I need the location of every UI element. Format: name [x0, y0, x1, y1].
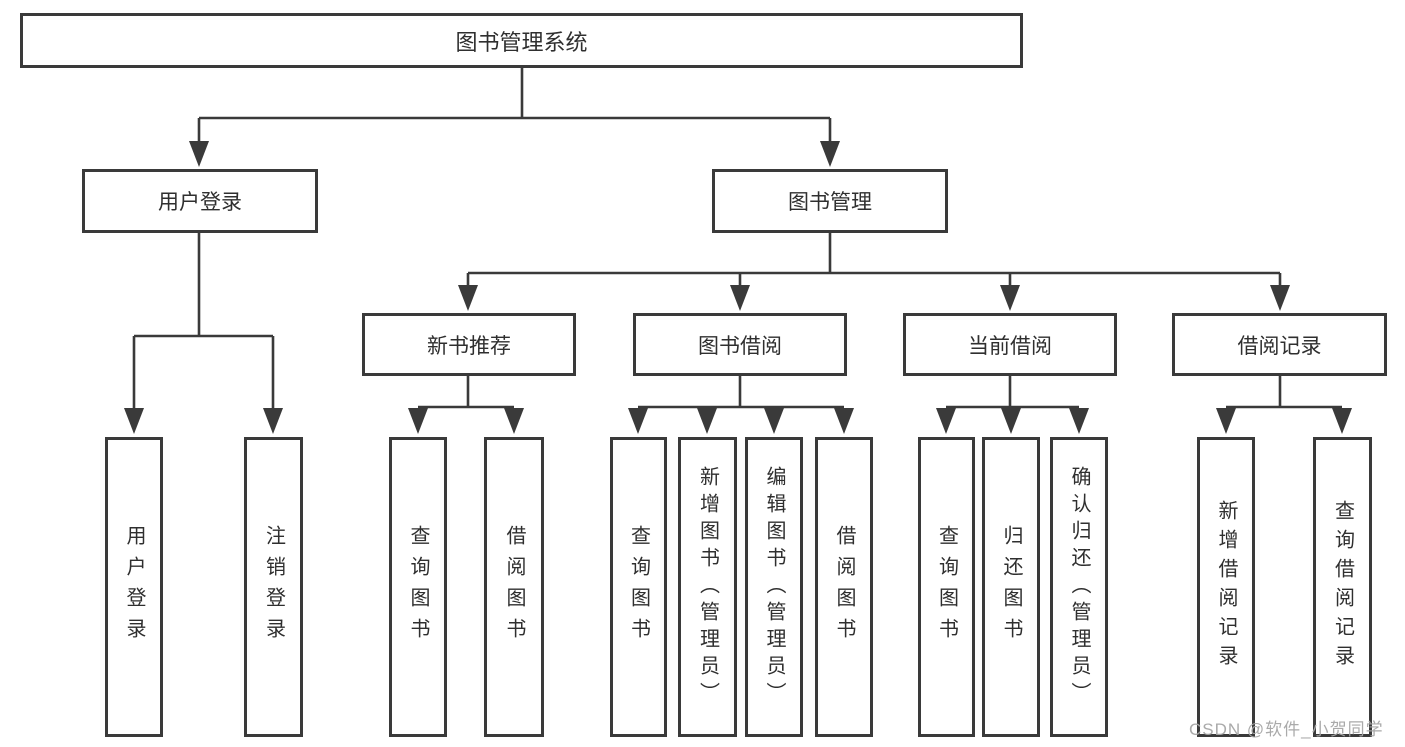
leaf-label: 查询图书 — [407, 525, 429, 649]
leaf-add-borrow-record: 新增借阅记录 — [1197, 437, 1255, 737]
node-book-management: 图书管理 — [712, 169, 948, 233]
node-current-borrow: 当前借阅 — [903, 313, 1117, 376]
watermark: CSDN @软件_小贺同学 — [1189, 720, 1384, 739]
leaf-query-book-current: 查询图书 — [918, 437, 975, 737]
connector-borrow-record-to-leaves — [1226, 376, 1342, 409]
connector-current-borrow-to-leaves — [946, 376, 1079, 409]
arrowheads-borrow-record-leaves — [1216, 408, 1352, 434]
leaf-return-book: 归还图书 — [982, 437, 1040, 737]
leaf-label: 借阅图书 — [503, 525, 525, 649]
leaf-label: 借阅图书 — [833, 525, 855, 649]
leaf-label: 新增图书（管理员） — [696, 465, 719, 709]
leaf-query-borrow-record: 查询借阅记录 — [1313, 437, 1372, 737]
connector-book-mgmt-to-groups — [466, 233, 1282, 286]
node-root-library-system: 图书管理系统 — [20, 13, 1023, 68]
connector-user-login-to-leaves — [132, 233, 275, 409]
connector-new-book-to-leaves — [418, 376, 514, 409]
arrowheads-current-borrow-leaves — [936, 408, 1089, 434]
leaf-label: 归还图书 — [1000, 525, 1022, 649]
node-new-book-recommend: 新书推荐 — [362, 313, 576, 376]
leaf-label: 用户登录 — [123, 525, 145, 649]
leaf-borrow-book-recommend: 借阅图书 — [484, 437, 544, 737]
connector-root-to-branches — [197, 68, 832, 142]
leaf-label: 查询图书 — [935, 525, 958, 649]
leaf-label: 注销登录 — [262, 525, 285, 649]
leaf-label: 确认归还（管理员） — [1068, 465, 1090, 709]
leaf-label: 查询图书 — [627, 525, 650, 649]
leaf-query-book-recommend: 查询图书 — [389, 437, 447, 737]
leaf-logout: 注销登录 — [244, 437, 303, 737]
node-book-borrow: 图书借阅 — [633, 313, 847, 376]
leaf-label: 编辑图书（管理员） — [763, 465, 785, 709]
arrowheads-groups — [458, 285, 1290, 311]
leaf-edit-book-admin: 编辑图书（管理员） — [745, 437, 803, 737]
leaf-label: 查询借阅记录 — [1331, 500, 1354, 674]
leaf-confirm-return-admin: 确认归还（管理员） — [1050, 437, 1108, 737]
node-user-login: 用户登录 — [82, 169, 318, 233]
node-borrow-record: 借阅记录 — [1172, 313, 1387, 376]
leaf-query-book-borrow: 查询图书 — [610, 437, 667, 737]
leaf-borrow-book: 借阅图书 — [815, 437, 873, 737]
connector-book-borrow-to-leaves — [638, 376, 844, 409]
arrowheads-new-book-leaves — [408, 408, 524, 434]
leaf-label: 新增借阅记录 — [1215, 500, 1237, 674]
arrowheads-root-to-branches — [189, 141, 840, 167]
leaf-add-book-admin: 新增图书（管理员） — [678, 437, 737, 737]
leaf-user-login: 用户登录 — [105, 437, 163, 737]
arrowheads-user-login-leaves — [124, 408, 283, 434]
arrowheads-book-borrow-leaves — [628, 408, 854, 434]
